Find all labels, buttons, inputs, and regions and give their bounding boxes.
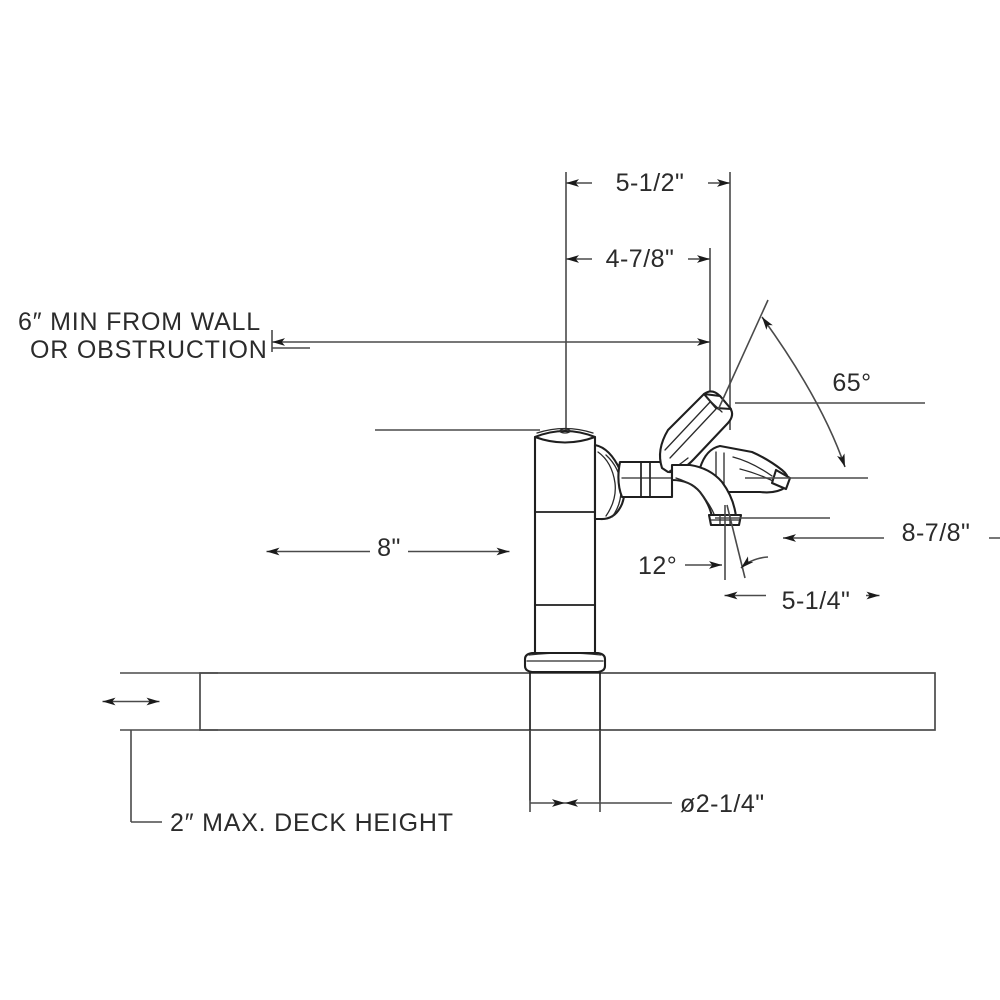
dim-label-outlet-height: 5-1/4": [782, 587, 851, 615]
dimension-column-height: 8": [266, 429, 540, 562]
countertop-deck: 2″ MAX. DECK HEIGHT: [102, 672, 936, 837]
dimension-wall-clearance: 6″ MIN FROM WALL OR OBSTRUCTION: [18, 308, 710, 364]
column-cap: [533, 429, 597, 444]
dim-text-mask: [884, 508, 989, 542]
note-deck-height: 2″ MAX. DECK HEIGHT: [170, 809, 454, 837]
base-flange-body: [523, 651, 607, 674]
side-lever-fold: [732, 456, 773, 477]
faucet-arm: [617, 460, 674, 499]
handle-rib-1: [669, 408, 717, 459]
dimension-outlet-angle: 12°: [638, 504, 769, 580]
shoulder-inner-curve: [597, 451, 616, 517]
dimension-handle-angle: 65°: [717, 299, 886, 479]
dim-text-mask: [592, 168, 708, 198]
dim-text-mask: [818, 363, 886, 395]
dimension-overall-height: 8-7/8": [735, 402, 1000, 547]
angle-arrow-12-right: [740, 556, 769, 569]
dim-label-outlet-angle-12: 12°: [638, 552, 677, 580]
handle-cap-line: [706, 397, 723, 413]
dim-label-spout-reach-inner: 4-7/8": [606, 245, 675, 273]
deck-slab: [199, 672, 936, 731]
dim-text-mask: [766, 580, 866, 612]
faucet-base-flange: [523, 651, 607, 674]
dim-label-column-height: 8": [377, 534, 401, 562]
note-wall-clearance-line1: 6″ MIN FROM WALL: [18, 308, 261, 336]
handle-rib-2: [664, 400, 712, 451]
dim-label-overall-height: 8-7/8": [902, 519, 971, 547]
dim-label-handle-angle: 65°: [832, 369, 871, 397]
arm-body: [617, 460, 674, 499]
dimension-outlet-height: 5-1/4": [715, 517, 880, 615]
column-body: [533, 435, 597, 655]
note-wall-clearance-line2: OR OBSTRUCTION: [30, 336, 268, 364]
faucet-assembly: [523, 390, 792, 801]
dim-text-mask: [370, 524, 408, 556]
extension-lines: [271, 172, 731, 432]
angle-arc-65: [761, 316, 846, 468]
dimension-spout-reach-overall: 5-1/2": [566, 168, 730, 198]
dimension-spout-reach-inner: 4-7/8": [566, 244, 710, 274]
column-cap-center: [559, 428, 571, 434]
dim-label-spout-reach-overall: 5-1/2": [616, 169, 685, 197]
dim-text-mask: [592, 244, 688, 274]
dimension-shank-diameter: ø2-1/4": [529, 730, 765, 818]
dim-label-shank-diameter: ø2-1/4": [680, 790, 765, 818]
faucet-column: [533, 427, 597, 655]
spout-nose-inner: [675, 477, 716, 518]
handle-axis-line: [717, 299, 769, 411]
